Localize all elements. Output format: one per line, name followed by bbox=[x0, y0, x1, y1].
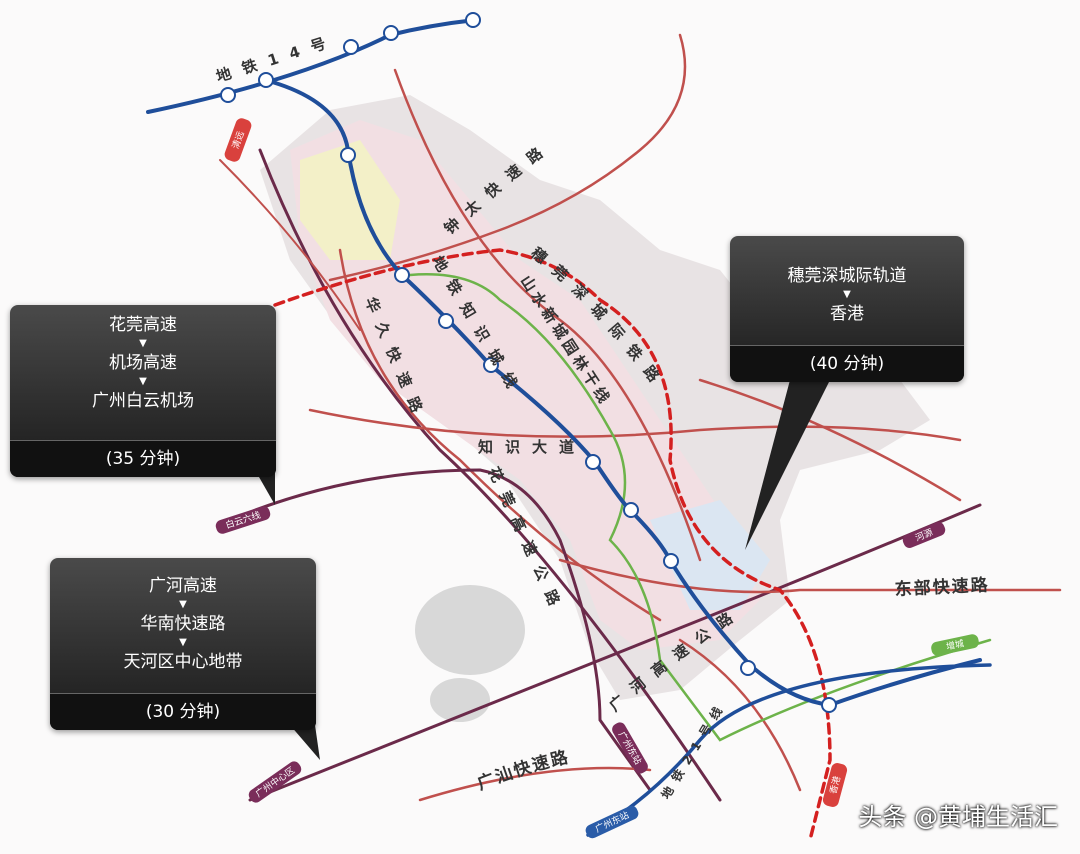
callout-hongkong: 穗莞深城际轨道 ▼ 香港 (40 分钟) bbox=[730, 236, 964, 382]
metro-station[interactable] bbox=[585, 454, 601, 470]
callout-line: 香港 bbox=[830, 304, 864, 324]
svg-text:地铁14号线: 地铁14号线 bbox=[0, 0, 339, 86]
intercity-rail bbox=[273, 248, 832, 842]
metro-zhishi-line bbox=[263, 78, 982, 708]
metro-station[interactable] bbox=[394, 267, 410, 283]
watermark: 头条 @黄埔生活汇 bbox=[858, 803, 1058, 831]
callout-line: 穗莞深城际轨道 bbox=[787, 266, 907, 286]
arrow-down-icon: ▼ bbox=[843, 289, 851, 300]
shanshui-green-line bbox=[408, 273, 992, 742]
svg-text:知识大道: 知识大道 bbox=[478, 438, 586, 456]
road-dongbu bbox=[558, 558, 1062, 594]
road-guangshan bbox=[418, 766, 652, 802]
metro-station[interactable] bbox=[220, 87, 236, 103]
callout-line: 华南快速路 bbox=[140, 614, 226, 634]
tag-green: 增城 bbox=[945, 637, 965, 652]
road-east bbox=[698, 378, 962, 502]
arrow-down-icon: ▼ bbox=[139, 376, 147, 387]
callout-pointer bbox=[745, 380, 830, 550]
district-yellow bbox=[300, 140, 400, 260]
road-guanghe bbox=[248, 503, 982, 802]
road-baiyun bbox=[228, 468, 652, 792]
callout-line: 天河区中心地带 bbox=[123, 652, 243, 672]
callout-time: (35 分钟) bbox=[10, 440, 276, 477]
callout-line: 机场高速 bbox=[109, 353, 177, 373]
callout-airport: 花莞高速 ▼ 机场高速 ▼ 广州白云机场 (35 分钟) bbox=[10, 305, 276, 477]
metro-station[interactable] bbox=[258, 72, 274, 88]
callout-line: 广州白云机场 bbox=[92, 391, 194, 411]
metro-21-line bbox=[586, 663, 992, 837]
road-huaguan bbox=[258, 148, 722, 802]
road-top-right bbox=[328, 33, 687, 282]
metro-station[interactable] bbox=[438, 313, 454, 329]
callout-pointer bbox=[290, 725, 320, 760]
road-zhongtai bbox=[393, 68, 702, 562]
callout-time: (30 分钟) bbox=[50, 693, 316, 730]
metro-station[interactable] bbox=[821, 697, 837, 713]
road-zhishi bbox=[308, 408, 962, 442]
callout-line: 广河高速 bbox=[149, 576, 217, 596]
callout-tianhe: 广河高速 ▼ 华南快速路 ▼ 天河区中心地带 (30 分钟) bbox=[50, 558, 316, 730]
metro-station[interactable] bbox=[740, 660, 756, 676]
metro-station[interactable] bbox=[623, 502, 639, 518]
district-core bbox=[290, 120, 760, 650]
arrow-down-icon: ▼ bbox=[179, 637, 187, 648]
callout-pointer bbox=[255, 470, 275, 505]
label-dongbu: 东部快速路 bbox=[894, 574, 988, 599]
road-left bbox=[219, 159, 361, 331]
metro-station[interactable] bbox=[343, 39, 359, 55]
tag-center: 广州中心区 bbox=[253, 764, 297, 800]
metro-station[interactable] bbox=[383, 25, 399, 41]
metro-station[interactable] bbox=[663, 553, 679, 569]
label-metro-14: 地铁14号线 bbox=[0, 0, 327, 86]
callout-time: (40 分钟) bbox=[730, 345, 964, 382]
district-blue bbox=[650, 500, 770, 610]
arrow-down-icon: ▼ bbox=[179, 599, 187, 610]
metro-station[interactable] bbox=[465, 12, 481, 28]
metro-station[interactable] bbox=[340, 147, 356, 163]
label-metro-21: 地铁21号线 bbox=[658, 697, 721, 801]
callout-line: 花莞高速 bbox=[109, 315, 177, 335]
label-zhishi-ave: 知识大道 bbox=[478, 438, 574, 456]
arrow-down-icon: ▼ bbox=[139, 338, 147, 349]
road-huajiu bbox=[338, 248, 662, 622]
road-mid bbox=[678, 638, 802, 792]
tag-baiyun: 白云六线 bbox=[224, 509, 262, 532]
metro-station[interactable] bbox=[483, 357, 499, 373]
svg-text:东部快速路: 东部快速路 bbox=[894, 574, 990, 599]
mountain-area bbox=[415, 585, 525, 675]
svg-text:地铁21号线: 地铁21号线 bbox=[658, 697, 729, 801]
